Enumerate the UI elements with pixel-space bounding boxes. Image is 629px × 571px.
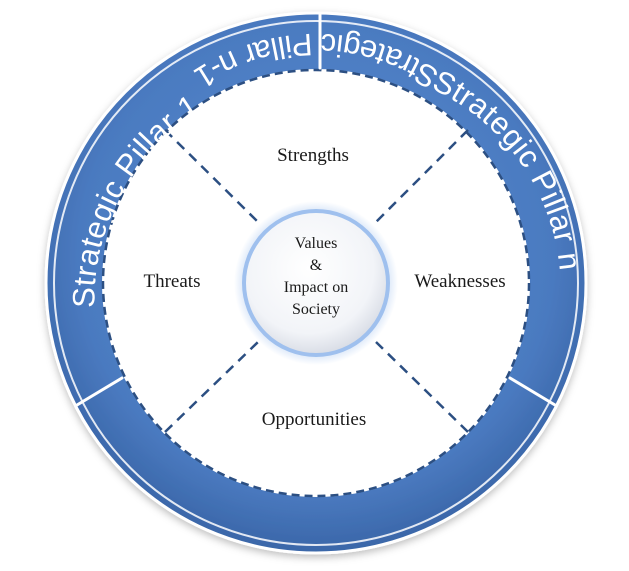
center-line-4: Society	[292, 301, 340, 318]
quadrant-strengths: Strengths	[277, 145, 349, 166]
quadrant-dividers	[164, 129, 469, 433]
quadrant-opportunities: Opportunities	[262, 409, 367, 430]
center-line-2: &	[310, 257, 323, 274]
center-text: Values & Impact on Society	[284, 235, 348, 318]
center-line-1: Values	[295, 235, 338, 252]
segment-separators	[75, 13, 557, 407]
quadrant-weaknesses: Weaknesses	[414, 271, 505, 292]
center-circle	[234, 201, 398, 365]
center-line-3: Impact on	[284, 279, 348, 296]
quadrant-threats: Threats	[144, 271, 201, 292]
